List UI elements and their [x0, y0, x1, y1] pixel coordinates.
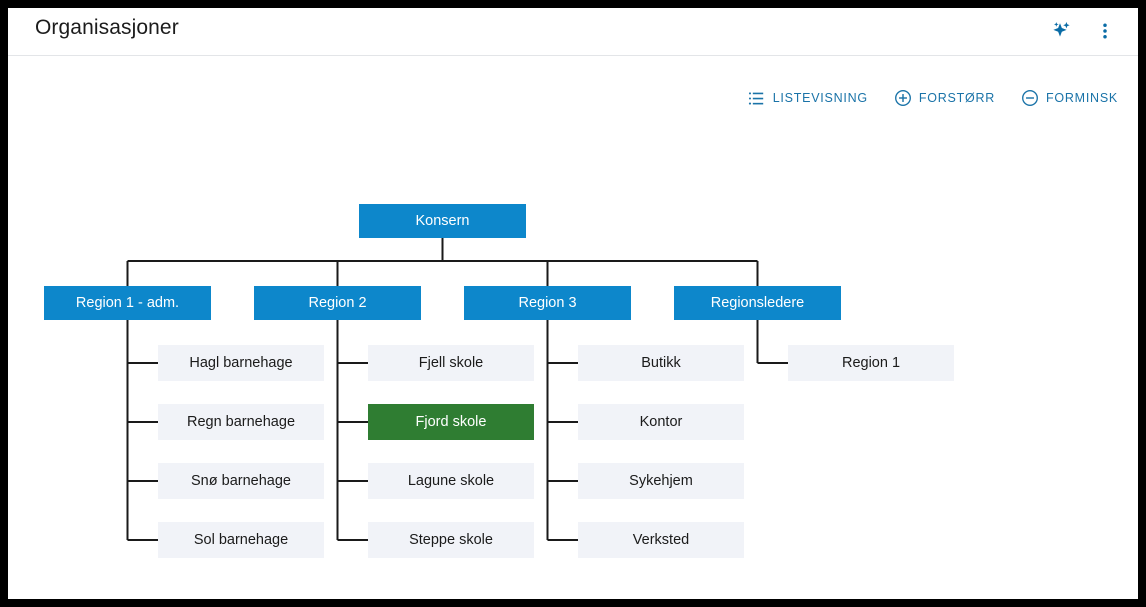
- page-title: Organisasjoner: [35, 16, 179, 39]
- org-node-region-2[interactable]: Region 2: [254, 286, 421, 320]
- zoom-in-label: FORSTØRR: [918, 91, 996, 105]
- list-icon: [748, 89, 766, 107]
- app-header: Organisasjoner: [8, 8, 1138, 56]
- org-node-sykehjem[interactable]: Sykehjem: [578, 463, 744, 499]
- more-vert-icon: [1095, 21, 1115, 44]
- plus-circle-icon: [894, 89, 912, 107]
- org-node-butikk[interactable]: Butikk: [578, 345, 744, 381]
- zoom-out-button[interactable]: FORMINSK: [1019, 86, 1120, 110]
- minus-circle-icon: [1021, 89, 1039, 107]
- org-node-hagl-barnehage[interactable]: Hagl barnehage: [158, 345, 324, 381]
- org-node-sno-barnehage[interactable]: Snø barnehage: [158, 463, 324, 499]
- more-options-button[interactable]: [1088, 15, 1122, 49]
- org-node-fjord-skole[interactable]: Fjord skole: [368, 404, 534, 440]
- org-node-regn-barnehage[interactable]: Regn barnehage: [158, 404, 324, 440]
- org-node-konsern[interactable]: Konsern: [359, 204, 526, 238]
- org-node-lagune-skole[interactable]: Lagune skole: [368, 463, 534, 499]
- org-node-steppe-skole[interactable]: Steppe skole: [368, 522, 534, 558]
- org-node-region-3[interactable]: Region 3: [464, 286, 631, 320]
- org-node-regionsledere[interactable]: Regionsledere: [674, 286, 841, 320]
- org-node-region-1[interactable]: Region 1: [788, 345, 954, 381]
- ai-sparkle-icon: [1049, 19, 1073, 46]
- org-node-region-1-adm[interactable]: Region 1 - adm.: [44, 286, 211, 320]
- header-actions: [1044, 15, 1122, 49]
- list-view-label: LISTEVISNING: [772, 91, 868, 105]
- org-node-kontor[interactable]: Kontor: [578, 404, 744, 440]
- chart-toolbar: LISTEVISNING FORSTØRR FORMINSK: [746, 86, 1120, 110]
- org-chart-connectors: [126, 238, 788, 541]
- zoom-out-label: FORMINSK: [1046, 91, 1118, 105]
- org-node-verksted[interactable]: Verksted: [578, 522, 744, 558]
- org-node-fjell-skole[interactable]: Fjell skole: [368, 345, 534, 381]
- org-node-sol-barnehage[interactable]: Sol barnehage: [158, 522, 324, 558]
- ai-sparkle-button[interactable]: [1044, 15, 1078, 49]
- zoom-in-button[interactable]: FORSTØRR: [892, 86, 997, 110]
- app-window: Organisasjoner: [8, 8, 1138, 599]
- list-view-button[interactable]: LISTEVISNING: [746, 86, 870, 110]
